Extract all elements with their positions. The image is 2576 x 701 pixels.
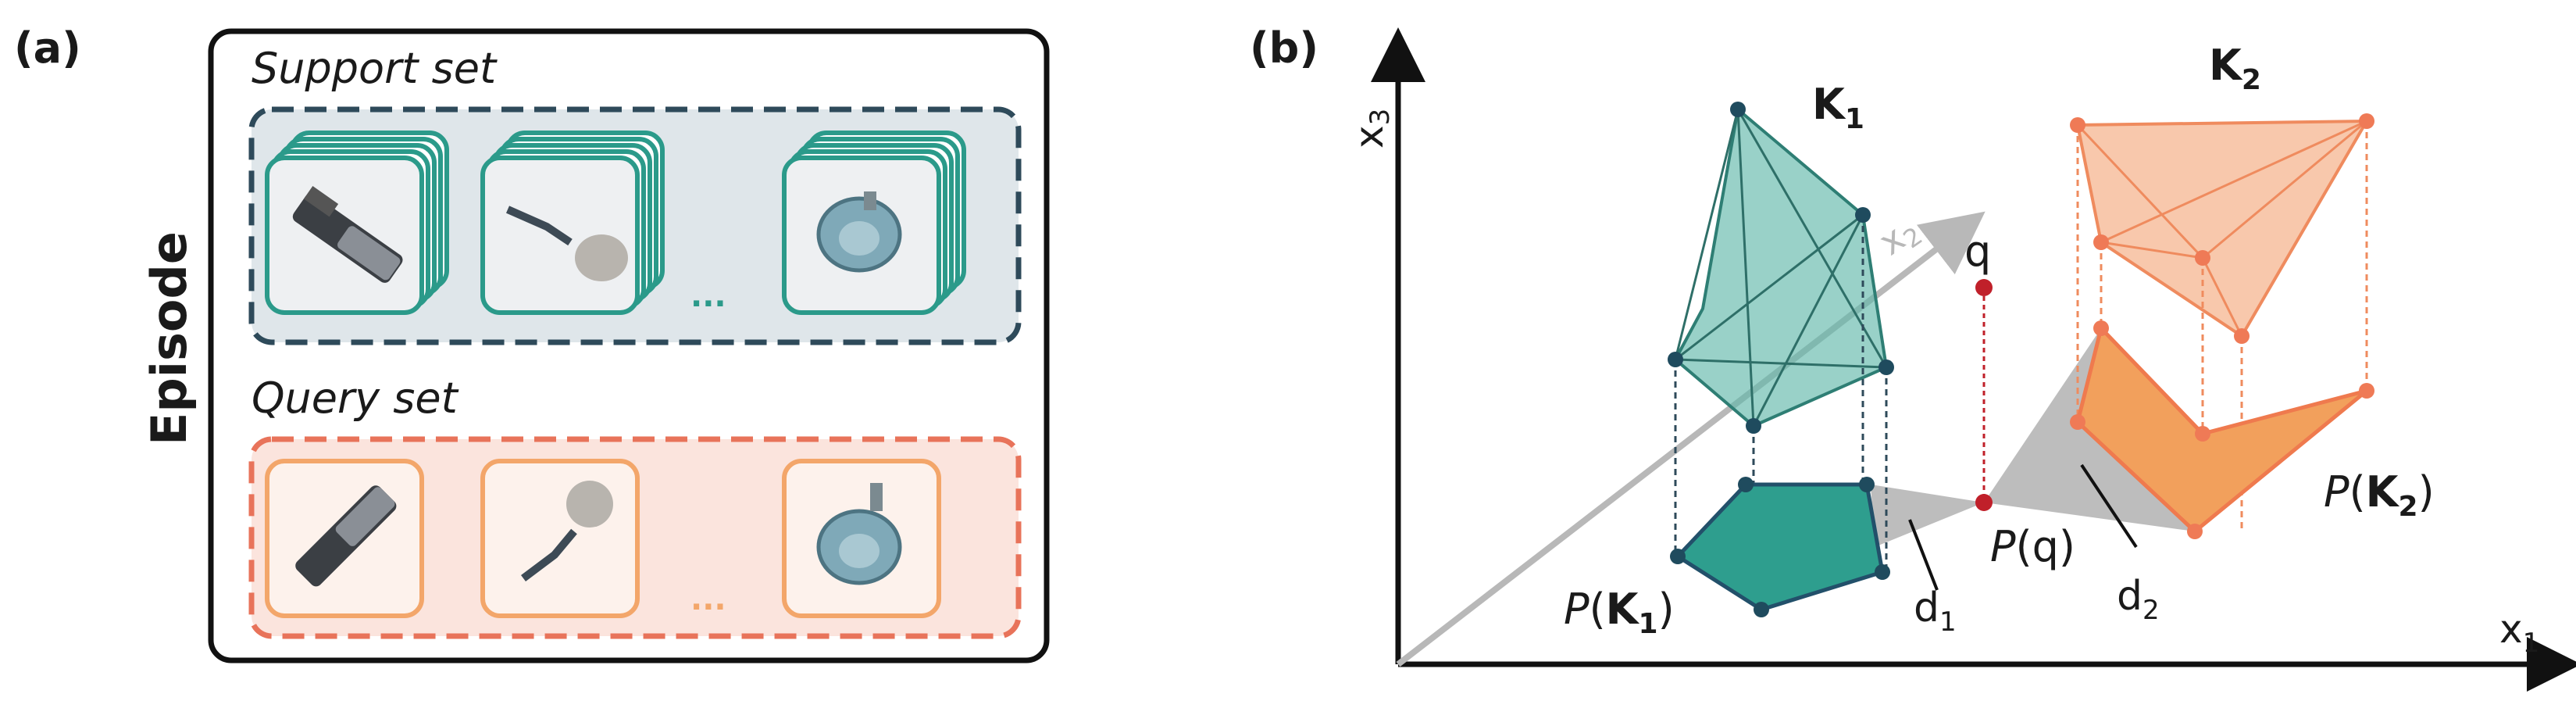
query-card-1 <box>265 459 424 618</box>
q-point <box>1975 279 1993 296</box>
p-q-label: P(q) <box>1990 522 2075 571</box>
p-k1-polygon <box>1675 482 1885 612</box>
p-q-point <box>1975 494 1993 511</box>
k2-vertices <box>2070 113 2374 539</box>
distance-region-d1 <box>1871 485 1984 547</box>
episode-label: Episode <box>141 231 198 445</box>
axis-x1-label: x1 <box>2499 606 2539 659</box>
d1-label: d1 <box>1914 585 1957 638</box>
support-card-stack-3 <box>782 131 966 315</box>
query-card-3 <box>782 459 941 618</box>
k1-vertices <box>1668 102 1894 617</box>
k1-polytope <box>1673 106 1889 428</box>
query-card-2 <box>480 459 640 618</box>
axis-x3-label: x3 <box>1347 109 1396 148</box>
k1-projection-lines <box>1674 215 1888 572</box>
query-set-title: Query set <box>252 374 459 423</box>
panel-a-label: (a) <box>14 23 81 73</box>
p-k2-label: P(K2) <box>2324 467 2435 523</box>
mask-object-icon <box>816 191 902 273</box>
k1-label: K1 <box>1812 80 1864 135</box>
support-card-stack-2 <box>480 131 665 315</box>
support-set-title: Support set <box>252 44 498 93</box>
p-k2-polygon <box>2075 324 2368 535</box>
p-k1-label: P(K1) <box>1564 585 1675 640</box>
k2-projection-lines <box>2076 121 2368 531</box>
tool-object-icon <box>292 186 403 283</box>
k2-label: K2 <box>2209 41 2261 96</box>
bag-object-icon <box>505 206 628 281</box>
d2-label: d2 <box>2117 573 2160 626</box>
d1-leader <box>1908 519 1939 591</box>
axis-x2-label: x2 <box>1871 207 1928 266</box>
d2-leader <box>2080 463 2138 549</box>
query-ellipsis: ... <box>690 581 726 617</box>
support-ellipsis: ... <box>690 278 726 314</box>
support-card-stack-1 <box>265 131 449 315</box>
k2-polytope <box>2075 119 2370 338</box>
panel-b-label: (b) <box>1250 23 1318 73</box>
distance-region-d2 <box>1984 328 2195 531</box>
q-label: q <box>1964 227 1991 276</box>
